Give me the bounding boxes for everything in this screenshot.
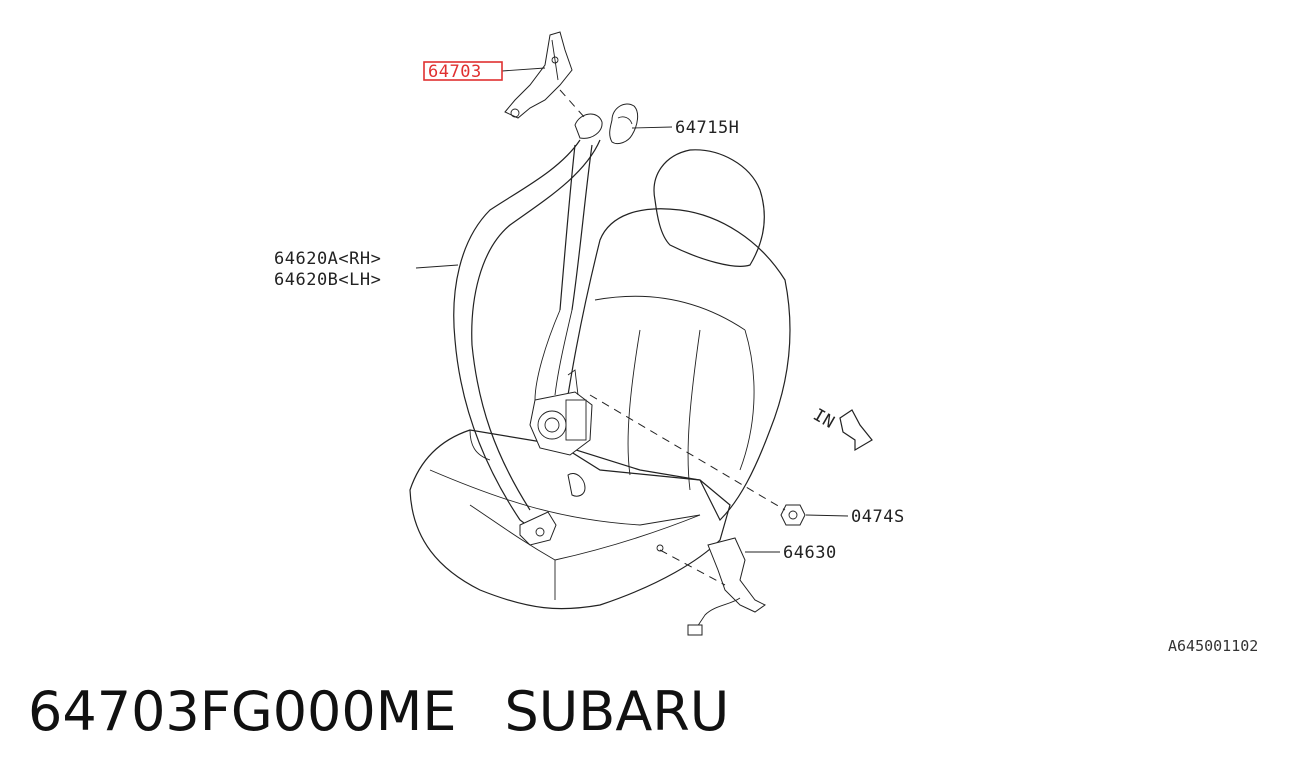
belt-guide (567, 473, 586, 497)
part-number: 64703FG000ME (28, 680, 457, 743)
callout-belt-rh[interactable]: 64620A<RH> (274, 249, 381, 269)
callout-64703[interactable]: 64703 (428, 62, 482, 82)
upper-adjuster-part (504, 31, 573, 119)
bolt-part (589, 394, 806, 526)
guide-cover-part (609, 103, 639, 145)
seat-cushion (409, 429, 731, 610)
callout-belt-lh[interactable]: 64620B<LH> (274, 270, 381, 290)
callout-bolt[interactable]: 0474S (851, 507, 905, 527)
highlight-box (423, 61, 503, 81)
retractor (529, 369, 593, 456)
direction-arrow: IN (810, 405, 873, 452)
callout-lines (415, 67, 849, 553)
buckle-part (656, 537, 766, 636)
diagram-code: A645001102 (1168, 637, 1258, 655)
direction-label: IN (810, 405, 839, 433)
seat-back (559, 208, 791, 522)
brand-name: SUBARU (504, 680, 730, 743)
caption: 64703FG000ME SUBARU (28, 680, 729, 743)
belt-webbing (453, 139, 601, 536)
headrest (653, 149, 765, 267)
callout-buckle[interactable]: 64630 (783, 543, 837, 563)
upper-anchor (559, 89, 603, 139)
lower-anchor (519, 511, 557, 546)
callout-64715h[interactable]: 64715H (675, 118, 739, 138)
